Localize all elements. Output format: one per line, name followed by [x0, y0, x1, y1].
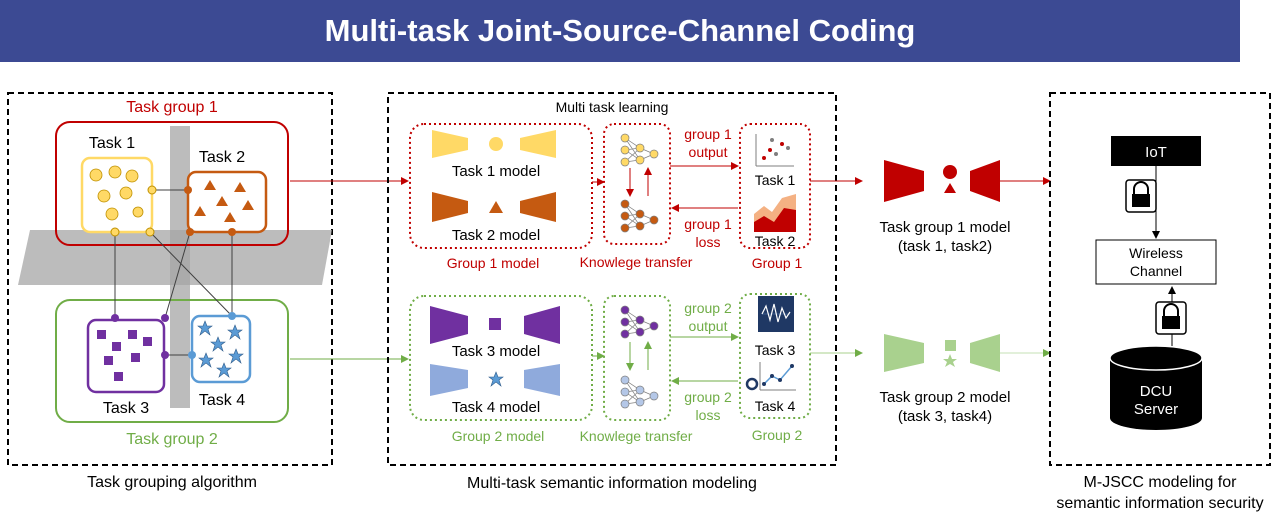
dcu-label-1: DCU: [1140, 383, 1173, 400]
neural-network-icon: [620, 199, 659, 233]
task-1-label: Task 1: [89, 135, 135, 152]
group2-loss-label-2: loss: [696, 407, 721, 423]
group1-output-label-2: output: [689, 144, 728, 160]
task-group-2-model-icon: [884, 334, 1000, 372]
iot-device-box: [1111, 136, 1201, 166]
task-1-model-icon: [432, 130, 556, 158]
task-4-model-label: Task 4 model: [452, 399, 540, 416]
task-3-data-squares: [97, 330, 152, 381]
area-chart-icon: [754, 194, 796, 232]
task-1-data-dots: [89, 165, 144, 221]
knowledge-transfer-1-box: [603, 123, 671, 245]
task-2-model-label: Task 2 model: [452, 227, 540, 244]
neural-network-icon: [620, 305, 659, 339]
task-connections: [114, 189, 233, 356]
dcu-server-icon: [1109, 345, 1203, 430]
group1-loss-label-1: group 1: [684, 216, 732, 232]
task-group-1-label: Task group 1: [126, 99, 218, 116]
mtl-caption: Multi-task semantic information modeling: [467, 475, 757, 492]
waveform-icon: [758, 296, 794, 332]
task-group-2-box: [55, 299, 289, 423]
task-2-box: [186, 170, 268, 234]
group-1-model-label: Group 1 model: [447, 255, 540, 271]
output-task-3-label: Task 3: [755, 342, 796, 358]
group-1-model-box: [409, 123, 593, 249]
task-4-model-icon: [430, 364, 560, 396]
output-task-1-label: Task 1: [755, 172, 796, 188]
lock-icon: [1155, 301, 1187, 335]
group-2-output-box: [739, 293, 811, 419]
grouping-panel: [7, 92, 333, 466]
lock-icon: [1125, 179, 1157, 213]
task-2-label: Task 2: [199, 149, 245, 166]
neural-network-icon: [620, 133, 659, 167]
output-task-4-label: Task 4: [755, 398, 796, 414]
task-group-1-box: [55, 121, 289, 246]
group1-loss-label-2: loss: [696, 234, 721, 250]
group1-output-label-1: group 1: [684, 126, 732, 142]
title-banner: Multi-task Joint-Source-Channel Coding: [0, 0, 1240, 62]
group-1-output-box: [739, 123, 811, 249]
task-group-2-label: Task group 2: [126, 431, 218, 448]
task-4-label: Task 4: [199, 392, 245, 409]
knowledge-transfer-2-label: Knowlege transfer: [580, 428, 693, 444]
mtl-header: Multi task learning: [556, 99, 669, 115]
mtl-panel: [387, 92, 837, 466]
group-2-model-label: Group 2 model: [452, 428, 545, 444]
wireless-channel-box: [1095, 239, 1217, 285]
task-group-1-model-icon: [884, 160, 1000, 202]
output-task-2-label: Task 2: [755, 233, 796, 249]
group2-output-label-1: group 2: [684, 300, 732, 316]
scatter-plot-icon: [755, 134, 794, 167]
task-group-1-model-label: Task group 1 model: [880, 219, 1011, 236]
output-group-2-label: Group 2: [752, 427, 803, 443]
grouping-planes: [18, 126, 332, 408]
task-connection-nodes: [110, 185, 236, 359]
task-group-2-model-label: Task group 2 model: [880, 389, 1011, 406]
wireless-channel-label-2: Channel: [1130, 263, 1182, 279]
knowledge-transfer-1-label: Knowlege transfer: [580, 254, 693, 270]
group2-output-label-2: output: [689, 318, 728, 334]
page-title: Multi-task Joint-Source-Channel Coding: [324, 13, 916, 48]
task-1-model-label: Task 1 model: [452, 163, 540, 180]
task-group-2-model-tasks: (task 3, task4): [898, 408, 992, 425]
security-caption-2: semantic information security: [1056, 495, 1263, 512]
task-2-data-triangles: [194, 180, 254, 222]
task-2-model-icon: [432, 192, 556, 222]
grouping-caption: Task grouping algorithm: [87, 474, 257, 491]
task-group-1-model-tasks: (task 1, task2): [898, 238, 992, 255]
iot-label: IoT: [1145, 144, 1167, 161]
group2-loss-label-1: group 2: [684, 389, 732, 405]
task-3-label: Task 3: [103, 400, 149, 417]
task-3-model-label: Task 3 model: [452, 343, 540, 360]
output-group-1-label: Group 1: [752, 255, 803, 271]
wireless-channel-label-1: Wireless: [1129, 245, 1183, 261]
line-chart-icon: [745, 362, 796, 391]
dcu-label-2: Server: [1134, 401, 1178, 418]
security-caption-1: M-JSCC modeling for: [1084, 474, 1238, 491]
task-3-model-icon: [430, 306, 560, 344]
neural-network-icon: [620, 375, 659, 409]
group-2-model-box: [409, 295, 593, 421]
security-panel: [1049, 92, 1271, 466]
